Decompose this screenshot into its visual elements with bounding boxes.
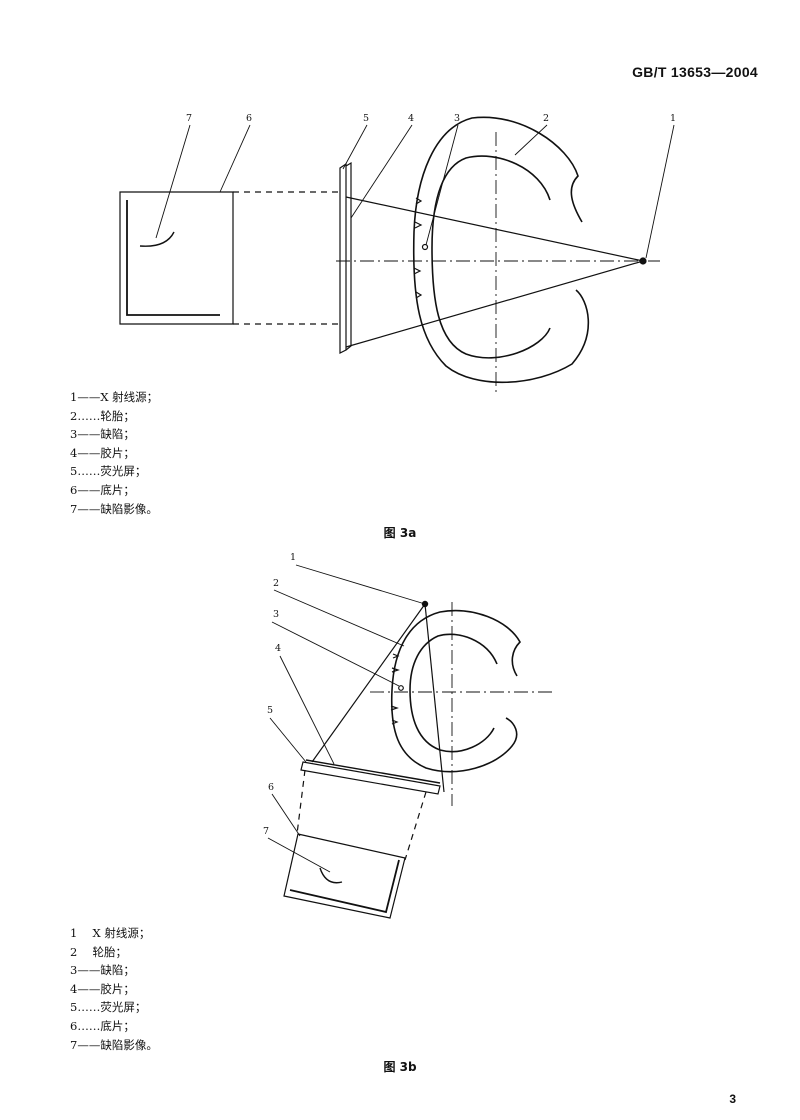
callout-4: 4	[408, 113, 414, 124]
legend-item: 4——胶片；	[70, 445, 135, 460]
page-number: 3	[729, 1092, 736, 1106]
legend-item: 7——缺陷影像。	[70, 1037, 158, 1052]
legend-item: 2……轮胎；	[70, 408, 135, 423]
callout-2: 2	[273, 578, 279, 589]
tire-inner	[432, 156, 550, 358]
figure-3a: 7 6 5 4 3 2 1	[0, 100, 800, 400]
leader-6	[272, 794, 300, 836]
film-print	[284, 834, 405, 918]
beam-right	[425, 604, 444, 792]
leader-3	[426, 125, 458, 245]
tread-notches	[391, 654, 398, 724]
legend-item: 5……荧光屏；	[70, 464, 147, 479]
figure-3b-drawing: 1 2 3 4 5 6 7	[263, 552, 800, 920]
tire-outer	[414, 117, 589, 382]
callout-6: 6	[246, 113, 252, 124]
callout-1: 1	[670, 113, 676, 124]
legend-item: 5……荧光屏；	[70, 1000, 147, 1015]
leader-3	[272, 622, 399, 686]
callout-3: 3	[273, 609, 279, 620]
leader-6	[220, 125, 250, 192]
callout-1: 1	[290, 552, 296, 563]
leader-4	[280, 656, 334, 764]
legend-item: 2 轮胎；	[70, 944, 127, 959]
callout-4: 4	[275, 643, 281, 654]
fluorescent-screen	[301, 762, 440, 794]
leader-5	[343, 125, 367, 169]
leader-7	[268, 838, 330, 872]
callout-5: 5	[363, 113, 369, 124]
projection-line-right	[405, 792, 426, 860]
legend-item: 6——底片；	[70, 482, 135, 497]
callout-3: 3	[454, 113, 460, 124]
callout-5: 5	[267, 705, 273, 716]
tire-inner	[410, 634, 497, 751]
callout-7: 7	[263, 826, 269, 837]
fluorescent-screen	[340, 164, 346, 353]
legend-item: 6……底片；	[70, 1018, 135, 1033]
legend-item: 4——胶片；	[70, 981, 135, 996]
defect	[423, 245, 428, 250]
legend-item: 1 X 射线源；	[70, 926, 151, 940]
legend-item: 3——缺陷；	[70, 427, 135, 442]
callout-2: 2	[543, 113, 549, 124]
figure-3b-legend: 1 X 射线源； 2 轮胎； 3——缺陷； 4——胶片； 5……荧光屏； 6………	[70, 924, 158, 1054]
figure-3a-drawing: 7 6 5 4 3 2 1	[0, 113, 676, 400]
film-print-edge	[290, 860, 399, 912]
figure-3b: 1 2 3 4 5 6 7	[0, 540, 800, 920]
callout-6: 6	[268, 782, 274, 793]
tread-notches	[414, 198, 421, 298]
figure-3a-caption: 图 3a	[383, 526, 417, 540]
standard-number: GB/T 13653—2004	[632, 64, 758, 80]
film-print-edge	[127, 200, 220, 315]
figure-3b-caption: 图 3b	[383, 1060, 417, 1074]
leader-5	[270, 718, 306, 762]
legend-item: 1——X 射线源；	[70, 390, 159, 404]
leader-7	[156, 125, 190, 238]
callout-7: 7	[186, 113, 192, 124]
leader-4	[351, 125, 412, 218]
leader-1	[296, 565, 425, 604]
defect-image	[320, 868, 342, 883]
legend-item: 3——缺陷；	[70, 963, 135, 978]
figure-3a-legend: 1——X 射线源； 2……轮胎； 3——缺陷； 4——胶片； 5……荧光屏； 6…	[70, 388, 158, 518]
defect	[399, 686, 404, 691]
leader-2	[515, 125, 547, 155]
film	[306, 760, 440, 783]
legend-item: 7——缺陷影像。	[70, 501, 158, 516]
film-print	[120, 192, 233, 324]
x-ray-beam	[346, 197, 643, 347]
leader-2	[274, 590, 404, 646]
beam-left	[312, 604, 425, 762]
leader-1	[646, 125, 674, 258]
projection-line-left	[297, 770, 305, 834]
film	[346, 163, 351, 350]
defect-image	[140, 232, 174, 246]
tire-outer	[392, 611, 520, 772]
